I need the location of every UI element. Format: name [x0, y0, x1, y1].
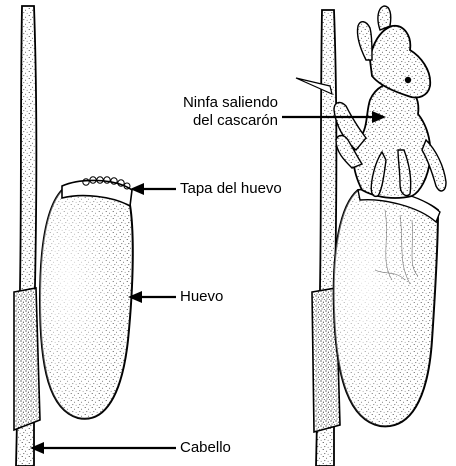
nymph-antenna-2 — [378, 6, 391, 30]
label-egg: Huevo — [180, 288, 223, 306]
right-figure — [296, 6, 446, 466]
nymph-antenna-1 — [357, 22, 372, 60]
nymph-head — [370, 26, 430, 98]
label-nymph-line-2: del cascarón — [150, 112, 278, 130]
label-hair: Cabello — [180, 439, 231, 457]
nymph-body — [353, 83, 430, 198]
nymph-eye — [405, 77, 411, 83]
label-egg-cap: Tapa del huevo — [180, 180, 282, 198]
glue-sheath-left — [14, 288, 40, 430]
label-nymph-line-1: Ninfa saliendo — [150, 94, 278, 112]
left-figure — [14, 6, 133, 466]
